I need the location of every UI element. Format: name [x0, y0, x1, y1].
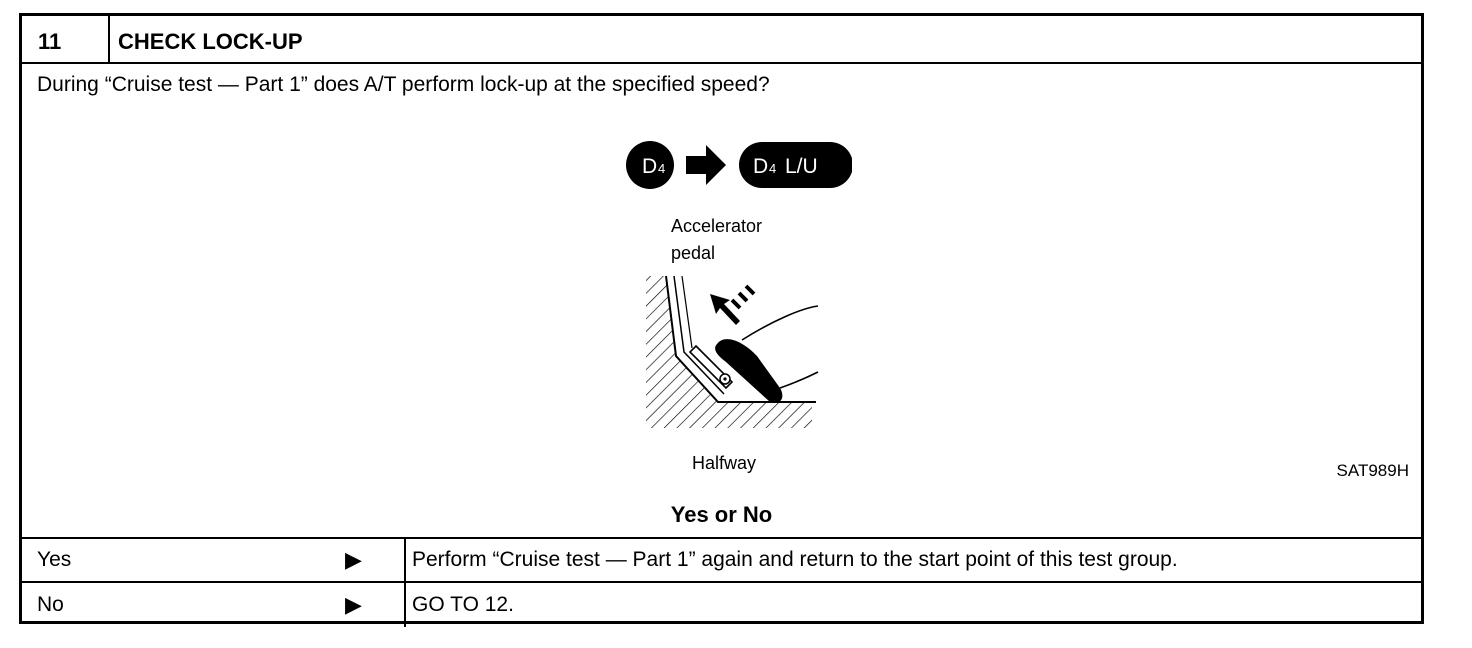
step-question: During “Cruise test — Part 1” does A/T p…	[37, 73, 770, 96]
arrow-right-icon	[686, 145, 726, 185]
position-label: Halfway	[692, 453, 756, 473]
row-no-label: No	[37, 593, 64, 616]
row-no-arrow-icon: ▶	[345, 592, 362, 617]
gear-to-badge: D 4 L/U	[739, 142, 852, 188]
row-yes-arrow-icon: ▶	[345, 547, 362, 572]
accelerator-label-line1: Accelerator	[671, 216, 762, 236]
diagnostic-step-table: 11 CHECK LOCK-UP During “Cruise test — P…	[19, 13, 1424, 627]
gear-from-letter: D	[642, 155, 657, 178]
row-yes-label: Yes	[37, 548, 72, 571]
accelerator-pedal-icon	[646, 275, 819, 428]
step-title: CHECK LOCK-UP	[118, 29, 303, 54]
press-direction-icon	[710, 284, 756, 325]
lock-up-figure: D 4 D 4 L/U Accelerator pedal	[626, 141, 852, 473]
gear-to-letter: D	[753, 155, 768, 178]
gear-from-subscript: 4	[658, 161, 665, 176]
row-yes-action: Perform “Cruise test — Part 1” again and…	[412, 548, 1178, 571]
row-no-action: GO TO 12.	[412, 593, 514, 616]
header-separator	[22, 62, 1421, 64]
header-divider	[108, 16, 110, 62]
step-number: 11	[38, 29, 62, 54]
gear-to-suffix: L/U	[785, 155, 818, 178]
gear-to-subscript: 4	[769, 161, 776, 176]
figure-id: SAT989H	[1336, 461, 1409, 480]
row-separator-top	[22, 537, 1421, 539]
accelerator-label-line2: pedal	[671, 243, 715, 263]
gear-from-badge: D 4	[626, 141, 674, 189]
yes-no-prompt: Yes or No	[670, 502, 773, 527]
row-separator-middle	[22, 581, 1421, 583]
